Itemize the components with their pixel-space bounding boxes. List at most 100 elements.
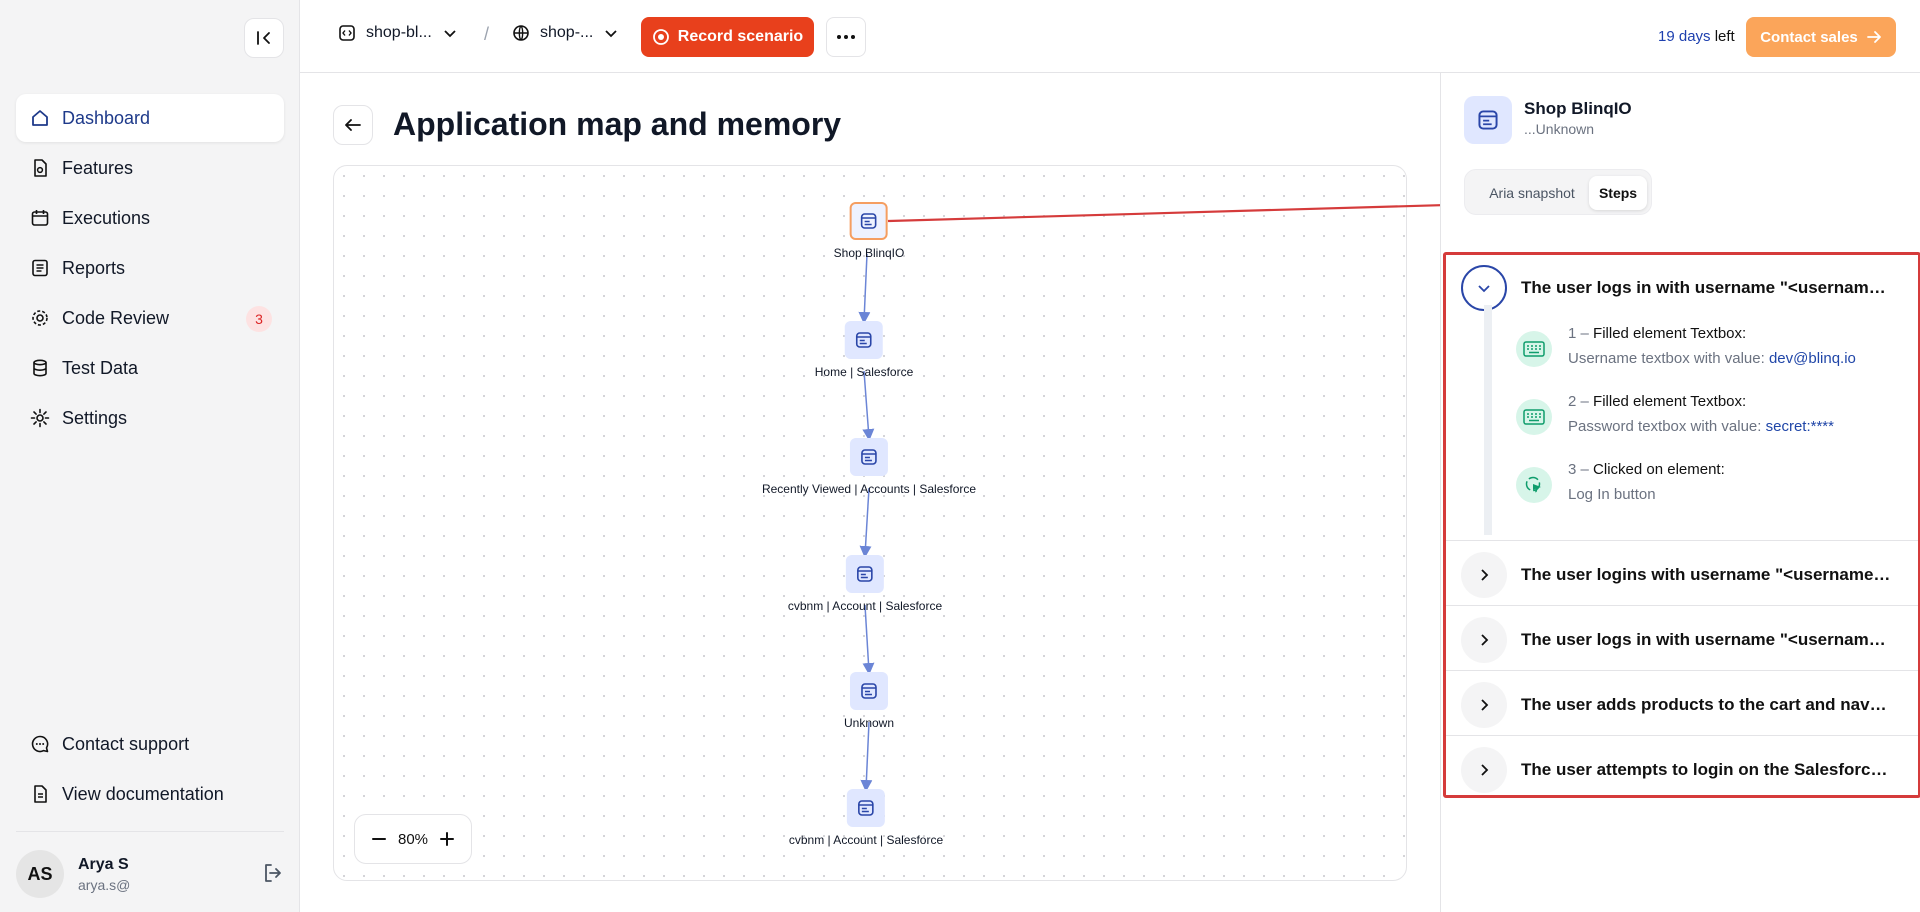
scenario-item[interactable]: The user logs in with username "<usernam…: [1446, 265, 1918, 311]
scenario-title: The user logs in with username "<usernam…: [1521, 278, 1891, 297]
edge-0: [858, 253, 871, 324]
arrow-right-icon: [1866, 29, 1882, 45]
collapse-sidebar-button[interactable]: [244, 18, 284, 58]
keyboard-icon: [1516, 399, 1552, 435]
expand-scenario-button[interactable]: [1461, 617, 1507, 663]
user-profile: AS Arya S arya.s@: [16, 846, 284, 902]
sidebar-item-test-data[interactable]: Test Data: [16, 344, 284, 392]
plus-icon: [440, 832, 454, 846]
expand-scenario-button[interactable]: [1461, 747, 1507, 793]
scenario-divider: [1446, 735, 1918, 736]
node-label: Recently Viewed | Accounts | Salesforce: [761, 482, 977, 496]
chevron-right-icon: [1481, 699, 1489, 711]
application-map-canvas[interactable]: Shop BlinqIO Home | Salesforce Recently …: [333, 165, 1407, 881]
sidebar-item-settings[interactable]: Settings: [16, 394, 284, 442]
code-review-count-badge: 3: [246, 306, 272, 332]
map-node-shop-blinqio[interactable]: Shop BlinqIO: [834, 202, 904, 260]
record-scenario-label: Record scenario: [677, 28, 804, 45]
map-node-home-salesforce[interactable]: Home | Salesforce: [815, 321, 913, 379]
contact-sales-button[interactable]: Contact sales: [1746, 17, 1896, 57]
sidebar-item-dashboard[interactable]: Dashboard: [16, 94, 284, 142]
environment-selector[interactable]: shop-...: [512, 24, 619, 42]
step-item: 3 – Clicked on element: Log In button: [1516, 461, 1725, 503]
panel-tabs: Aria snapshot Steps: [1464, 169, 1652, 215]
page-icon: [861, 683, 877, 699]
scenario-item[interactable]: The user attempts to login on the Salesf…: [1446, 747, 1918, 793]
map-node-cvbnm-account[interactable]: cvbnm | Account | Salesforce: [788, 555, 942, 613]
collapse-scenario-button[interactable]: [1461, 265, 1507, 311]
collapse-icon: [257, 31, 270, 45]
zoom-level: 80%: [397, 830, 429, 848]
scenario-item[interactable]: The user logs in with username "<usernam…: [1446, 617, 1918, 663]
step-detail: Username textbox with value:: [1568, 350, 1765, 367]
chevron-right-icon: [1481, 764, 1489, 776]
contact-support-link[interactable]: Contact support: [16, 720, 284, 768]
chat-icon: [30, 734, 50, 754]
sidebar-item-label: Executions: [62, 207, 151, 228]
logout-icon: [265, 864, 281, 882]
step-item: 1 – Filled element Textbox: Username tex…: [1516, 325, 1856, 367]
sidebar-item-label: Code Review: [62, 307, 170, 328]
view-documentation-link[interactable]: View documentation: [16, 770, 284, 818]
page-title: Application map and memory: [393, 106, 842, 142]
scenario-divider: [1446, 605, 1918, 606]
home-icon: [30, 108, 50, 128]
scenario-title: The user attempts to login on the Salesf…: [1521, 760, 1891, 779]
map-node-unknown[interactable]: Unknown: [844, 672, 894, 730]
sidebar-divider: [16, 831, 284, 832]
app-url: ...Unknown: [1524, 121, 1595, 137]
sidebar-item-label: Test Data: [62, 357, 139, 378]
steps-rail: [1484, 305, 1492, 535]
scenario-title: The user logs in with username "<usernam…: [1521, 630, 1891, 649]
scenario-title: The user logins with username "<username…: [1521, 565, 1891, 584]
more-icon: [837, 35, 855, 39]
sidebar-item-features[interactable]: Features: [16, 144, 284, 192]
page-icon: [1478, 110, 1498, 130]
step-detail: Password textbox with value:: [1568, 418, 1762, 435]
details-panel: Shop BlinqIO ...Unknown Aria snapshot St…: [1440, 73, 1920, 912]
sidebar-item-code-review[interactable]: Code Review 3: [16, 294, 284, 342]
chevron-down-icon: [603, 25, 619, 41]
chevron-down-icon: [442, 25, 458, 41]
expand-scenario-button[interactable]: [1461, 682, 1507, 728]
tab-steps[interactable]: Steps: [1589, 176, 1647, 210]
step-value: secret:****: [1765, 418, 1834, 435]
map-node-recently-viewed[interactable]: Recently Viewed | Accounts | Salesforce: [762, 438, 976, 496]
breadcrumb-separator: /: [484, 24, 490, 44]
sidebar-item-label: Features: [62, 157, 134, 178]
chevron-down-icon: [1478, 285, 1490, 293]
project-name: shop-bl...: [366, 24, 432, 41]
zoom-in-button[interactable]: [439, 831, 455, 847]
tab-aria-snapshot[interactable]: Aria snapshot: [1489, 185, 1575, 201]
app-icon: [1464, 96, 1512, 144]
back-button[interactable]: [333, 105, 373, 145]
chevron-right-icon: [1481, 634, 1489, 646]
sidebar-item-reports[interactable]: Reports: [16, 244, 284, 292]
step-number: 3 –: [1568, 461, 1589, 478]
view-documentation-label: View documentation: [62, 783, 224, 804]
step-action: Clicked on element:: [1593, 461, 1725, 478]
expand-scenario-button[interactable]: [1461, 552, 1507, 598]
scenario-divider: [1446, 540, 1918, 541]
scenario-item[interactable]: The user adds products to the cart and n…: [1446, 682, 1918, 728]
edge-4: [860, 721, 873, 792]
sidebar-item-executions[interactable]: Executions: [16, 194, 284, 242]
scenario-item[interactable]: The user logins with username "<username…: [1446, 552, 1918, 598]
step-action: Filled element Textbox:: [1593, 393, 1747, 410]
features-icon: [30, 158, 50, 178]
chevron-right-icon: [1481, 569, 1489, 581]
zoom-out-button[interactable]: [371, 831, 387, 847]
sidebar: Dashboard Features Executions Reports Co…: [0, 0, 300, 912]
record-icon: [652, 28, 670, 46]
project-icon: [338, 24, 356, 42]
list-icon: [30, 258, 50, 278]
contact-support-label: Contact support: [62, 733, 190, 754]
app-name: Shop BlinqIO: [1524, 99, 1632, 118]
project-selector[interactable]: shop-bl...: [338, 24, 458, 42]
more-options-button[interactable]: [826, 17, 866, 57]
logout-button[interactable]: [262, 862, 284, 889]
step-value: dev@blinq.io: [1768, 350, 1856, 367]
sidebar-item-label: Dashboard: [62, 107, 151, 128]
map-node-cvbnm-account-2[interactable]: cvbnm | Account | Salesforce: [789, 789, 943, 847]
record-scenario-button[interactable]: Record scenario: [641, 17, 814, 57]
